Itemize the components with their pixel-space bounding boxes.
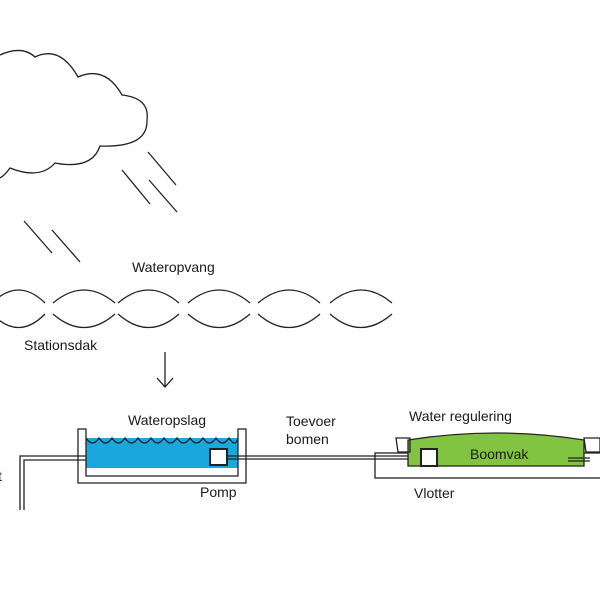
float-icon xyxy=(420,448,438,467)
roof-segment xyxy=(117,289,180,328)
rain-drops xyxy=(23,151,178,263)
inflow-pipe xyxy=(19,455,95,510)
regulation-label: Water regulering xyxy=(409,408,512,424)
pump-icon xyxy=(209,448,228,466)
roof-label: Stationsdak xyxy=(24,337,98,353)
roof-segment xyxy=(0,289,46,328)
roof-segment xyxy=(329,289,393,328)
cloud-icon xyxy=(0,49,148,179)
cut-off-label: t xyxy=(0,468,2,484)
arrow-down-icon xyxy=(156,352,174,388)
supply-label-line2: bomen xyxy=(286,431,329,447)
catchment-label: Wateropvang xyxy=(132,259,215,275)
float-label: Vlotter xyxy=(414,485,455,501)
supply-pipe xyxy=(227,455,422,460)
tree-bed xyxy=(374,432,600,479)
station-roof xyxy=(0,289,393,328)
roof-segment xyxy=(52,289,116,328)
roof-segment xyxy=(187,289,251,328)
pump-label: Pomp xyxy=(200,484,237,500)
storage-label: Wateropslag xyxy=(128,412,206,428)
storage-tank xyxy=(77,428,247,484)
supply-label-line1: Toevoer xyxy=(286,413,336,429)
roof-segment xyxy=(257,289,321,328)
tree-bed-label: Boomvak xyxy=(470,446,529,462)
